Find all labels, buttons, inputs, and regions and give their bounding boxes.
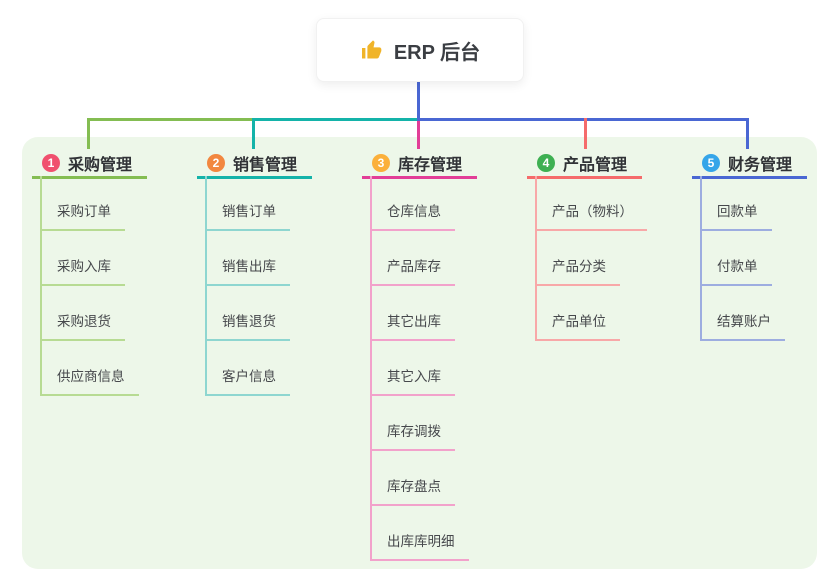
connector-drop-1 xyxy=(87,118,90,149)
branch-5-label: 财务管理 xyxy=(728,156,793,174)
child-node[interactable]: 产品单位 xyxy=(535,313,620,341)
branch-sales: 2 销售管理 销售订单 销售出库 销售退货 客户信息 xyxy=(197,149,367,396)
branch-1-number-badge: 1 xyxy=(42,153,60,172)
branch-3-header[interactable]: 3 库存管理 xyxy=(362,149,477,179)
branch-5-trunk-line xyxy=(700,176,702,341)
child-node[interactable]: 回款单 xyxy=(700,203,772,231)
branch-3-label: 库存管理 xyxy=(398,156,463,174)
root-title: ERP 后台 xyxy=(393,41,481,64)
branch-purchase: 1 采购管理 采购订单 采购入库 采购退货 供应商信息 xyxy=(32,149,202,396)
child-node[interactable]: 采购入库 xyxy=(40,258,125,286)
branch-4-header[interactable]: 4 产品管理 xyxy=(527,149,642,179)
child-node[interactable]: 其它出库 xyxy=(370,313,455,341)
child-node[interactable]: 出库库明细 xyxy=(370,533,469,561)
child-node[interactable]: 其它入库 xyxy=(370,368,455,396)
branch-2-number-badge: 2 xyxy=(207,153,225,172)
branch-5-number-badge: 5 xyxy=(702,153,720,172)
branch-4-label: 产品管理 xyxy=(563,156,628,174)
branch-3-trunk-line xyxy=(370,176,372,561)
child-node[interactable]: 产品（物料） xyxy=(535,203,647,231)
branch-4-trunk-line xyxy=(535,176,537,341)
branch-1-label: 采购管理 xyxy=(68,156,133,174)
branch-1-header[interactable]: 1 采购管理 xyxy=(32,149,147,179)
child-node[interactable]: 库存调拨 xyxy=(370,423,455,451)
connector-root xyxy=(417,82,420,119)
child-node[interactable]: 产品库存 xyxy=(370,258,455,286)
branch-3-number-badge: 3 xyxy=(372,153,390,172)
child-node[interactable]: 供应商信息 xyxy=(40,368,139,396)
child-node[interactable]: 客户信息 xyxy=(205,368,290,396)
branch-product: 4 产品管理 产品（物料） 产品分类 产品单位 xyxy=(527,149,697,341)
child-node[interactable]: 库存盘点 xyxy=(370,478,455,506)
branch-2-trunk-line xyxy=(205,176,207,396)
child-node[interactable]: 仓库信息 xyxy=(370,203,455,231)
branch-2-header[interactable]: 2 销售管理 xyxy=(197,149,312,179)
branches-panel xyxy=(22,137,817,569)
child-node[interactable]: 结算账户 xyxy=(700,313,785,341)
child-node[interactable]: 销售退货 xyxy=(205,313,290,341)
branch-5-header[interactable]: 5 财务管理 xyxy=(692,149,807,179)
child-node[interactable]: 产品分类 xyxy=(535,258,620,286)
child-node[interactable]: 采购退货 xyxy=(40,313,125,341)
root-node[interactable]: ERP 后台 xyxy=(316,18,524,82)
connector-horizontal-2 xyxy=(252,118,420,121)
branch-2-label: 销售管理 xyxy=(233,156,298,174)
child-node[interactable]: 付款单 xyxy=(700,258,772,286)
connector-drop-2 xyxy=(252,118,255,149)
child-node[interactable]: 销售出库 xyxy=(205,258,290,286)
connector-drop-3 xyxy=(417,121,420,149)
branch-4-number-badge: 4 xyxy=(537,153,555,172)
connector-drop-5 xyxy=(746,118,749,149)
branch-inventory: 3 库存管理 仓库信息 产品库存 其它出库 其它入库 库存调拨 库存盘点 出库库… xyxy=(362,149,532,561)
connector-horizontal-1 xyxy=(87,118,255,121)
child-node[interactable]: 采购订单 xyxy=(40,203,125,231)
branch-1-trunk-line xyxy=(40,176,42,396)
child-node[interactable]: 销售订单 xyxy=(205,203,290,231)
connector-drop-4 xyxy=(584,118,587,149)
branch-finance: 5 财务管理 回款单 付款单 结算账户 xyxy=(692,149,839,341)
connector-horizontal-5 xyxy=(417,118,749,121)
thumbs-up-icon xyxy=(360,38,384,62)
